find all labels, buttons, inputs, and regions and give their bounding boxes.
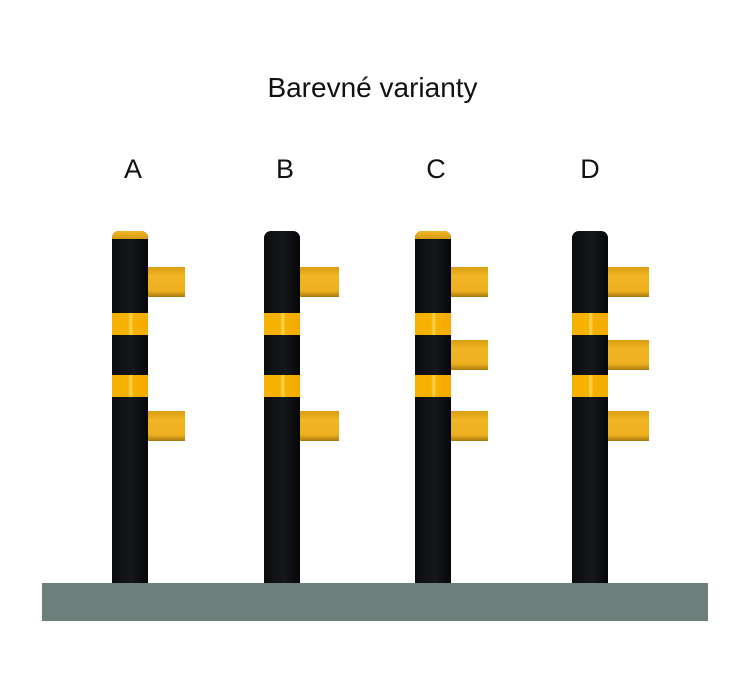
reflective-band xyxy=(572,375,608,397)
variant-label-b: B xyxy=(275,154,294,184)
post-arm xyxy=(608,267,649,297)
post-arm xyxy=(451,267,488,297)
reflective-band xyxy=(264,375,300,397)
post-arm xyxy=(608,340,649,370)
variant-label-c: C xyxy=(426,154,446,184)
post-arm xyxy=(148,411,185,441)
post-cap xyxy=(415,231,451,239)
post-arm xyxy=(148,267,185,297)
post-a xyxy=(112,231,148,584)
post-c xyxy=(415,231,451,584)
post-arm xyxy=(451,340,488,370)
reflective-band xyxy=(264,313,300,335)
post-cap xyxy=(112,231,148,239)
reflective-band xyxy=(415,313,451,335)
ground xyxy=(42,583,708,621)
post-arm xyxy=(300,411,339,441)
post-b xyxy=(264,231,300,584)
reflective-band xyxy=(572,313,608,335)
post-arm xyxy=(300,267,339,297)
reflective-band xyxy=(112,375,148,397)
variant-label-a: A xyxy=(123,154,142,184)
reflective-band xyxy=(112,313,148,335)
post-arm xyxy=(451,411,488,441)
post-arm xyxy=(608,411,649,441)
variant-label-d: D xyxy=(580,154,600,184)
reflective-band xyxy=(415,375,451,397)
diagram-title: Barevné varianty xyxy=(267,72,478,103)
post-d xyxy=(572,231,608,584)
